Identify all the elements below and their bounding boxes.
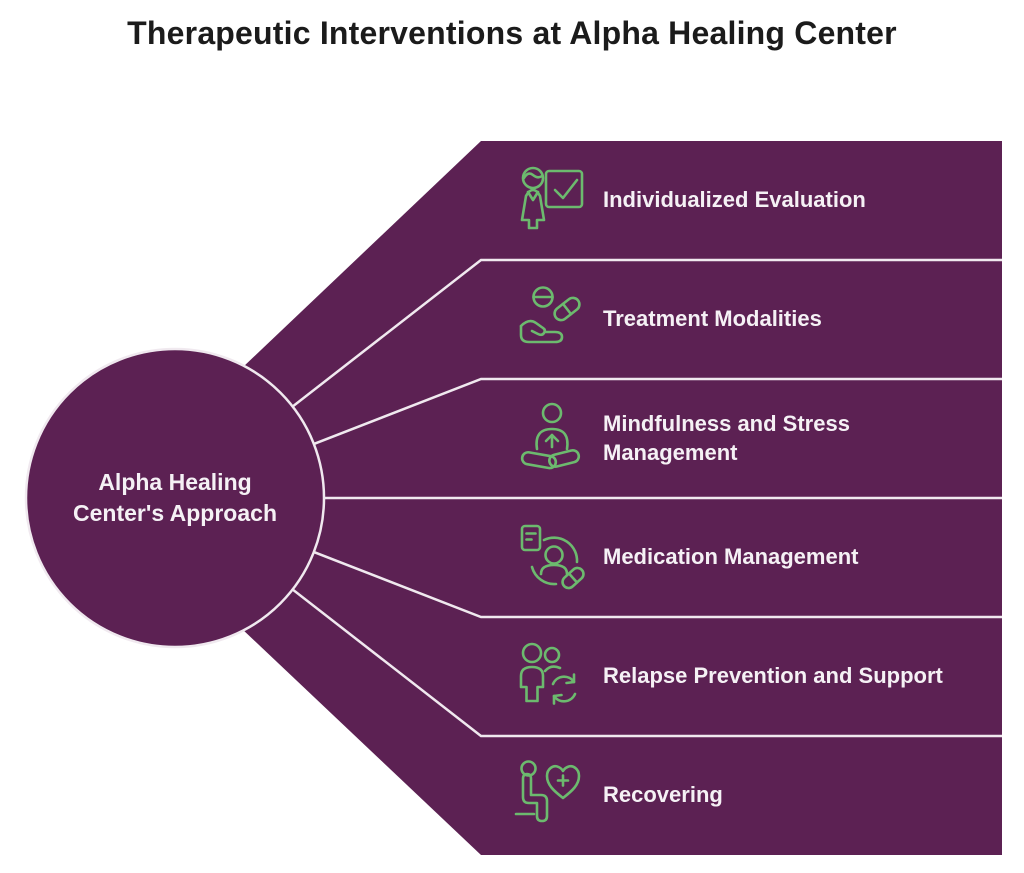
patient-prescription-capsule-icon — [516, 521, 588, 593]
row-label-individualized-evaluation: Individualized Evaluation — [603, 187, 866, 213]
row-label-recovering: Recovering — [603, 782, 723, 808]
page-title: Therapeutic Interventions at Alpha Heali… — [127, 15, 897, 51]
seated-person-heart-plus-icon — [513, 757, 585, 829]
person-evaluation-checkboard-icon — [516, 164, 588, 236]
row-label-medication-management: Medication Management — [603, 544, 859, 570]
row-label-mindfulness-stress: Mindfulness and Stress Management — [603, 410, 850, 465]
hand-with-pills-icon — [516, 283, 588, 355]
meditation-person-icon — [516, 402, 588, 474]
hub-circle — [24, 347, 326, 649]
people-renewal-arrows-icon — [516, 640, 588, 712]
row-label-relapse-prevention: Relapse Prevention and Support — [603, 663, 943, 689]
hub-label: Alpha Healing Center's Approach — [73, 468, 277, 526]
row-label-treatment-modalities: Treatment Modalities — [603, 306, 822, 332]
